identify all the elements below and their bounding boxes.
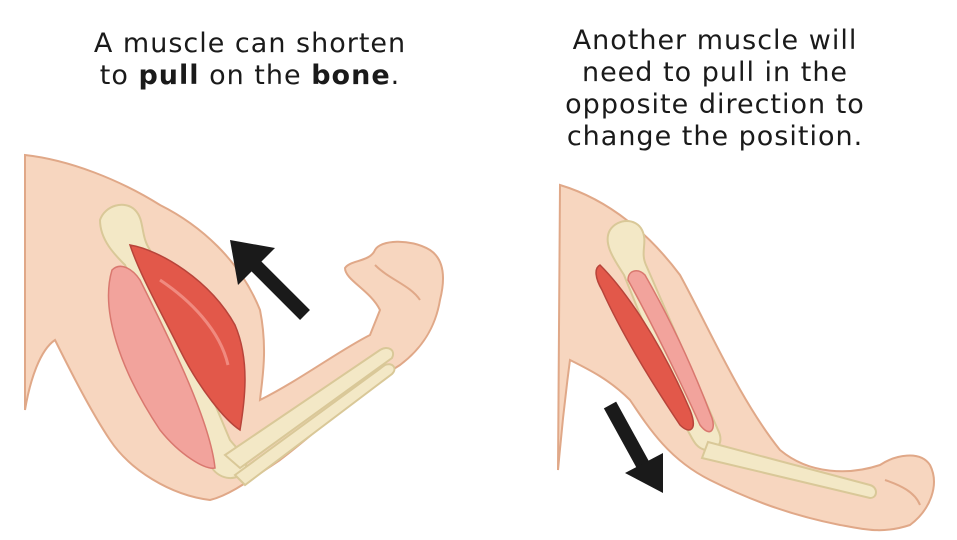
- caption-left-suffix: .: [391, 60, 401, 91]
- caption-left-pull: pull: [138, 60, 199, 91]
- caption-left-line1: A muscle can shorten: [50, 28, 450, 60]
- caption-right-line2: need to pull in the: [520, 57, 910, 89]
- caption-right-line1: Another muscle will: [520, 25, 910, 57]
- flexed-arm-illustration: [0, 150, 460, 520]
- caption-left-prefix: to: [100, 60, 139, 91]
- arrow-pull-down-icon: [595, 395, 685, 505]
- caption-left-mid: on the: [200, 60, 312, 91]
- caption-left-bone: bone: [311, 60, 390, 91]
- caption-left-line2: to pull on the bone.: [50, 60, 450, 92]
- arrow-pull-up-icon: [220, 230, 320, 330]
- caption-right-line3: opposite direction to: [520, 89, 910, 121]
- caption-right-line4: change the position.: [520, 121, 910, 153]
- caption-right: Another muscle will need to pull in the …: [520, 25, 910, 153]
- caption-left: A muscle can shorten to pull on the bone…: [50, 28, 450, 92]
